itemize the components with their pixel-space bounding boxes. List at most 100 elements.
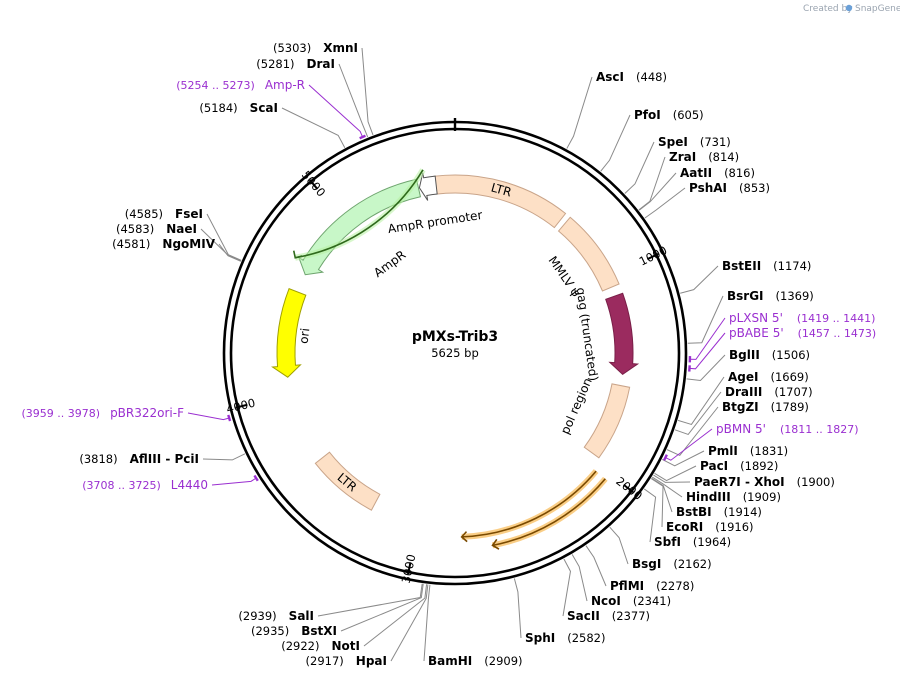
primer-name: pBABE 5' xyxy=(729,326,784,340)
primer-range: (3959 .. 3978) xyxy=(22,407,101,420)
site-leader xyxy=(340,583,424,632)
site-leader xyxy=(666,406,719,457)
site-name: PaeR7I - XhoI xyxy=(694,475,785,489)
site-label-zrai: ZraI (814) xyxy=(669,150,739,164)
site-leader xyxy=(363,584,428,647)
site-label-sali: (2939)SalI xyxy=(238,609,314,623)
site-name: NgoMIV xyxy=(162,237,215,251)
site-label-bamhi: BamHI(2909) xyxy=(428,654,523,668)
site-name: NcoI xyxy=(591,594,621,608)
site-name: BstXI xyxy=(301,624,337,638)
site-position: (1916) xyxy=(715,520,753,534)
snapgene-credit: Created by SnapGene xyxy=(803,4,900,14)
site-name: PfoI xyxy=(634,108,661,122)
site-leader xyxy=(662,450,705,467)
site-label-ncoi: NcoI (2341) xyxy=(591,594,671,608)
site-leader xyxy=(674,391,722,436)
site-leader xyxy=(644,187,686,219)
feature-mmlv-psi xyxy=(557,216,620,292)
plasmid-name: pMXs-Trib3 xyxy=(412,329,498,345)
site-leader xyxy=(562,558,571,617)
site-leader xyxy=(571,554,588,602)
primer-mark xyxy=(359,134,366,140)
site-position: (814) xyxy=(708,150,739,164)
site-position: (2917) xyxy=(306,654,344,668)
site-label-draiii: DraIII(1707) xyxy=(725,385,813,399)
primer-range: (1457 .. 1473) xyxy=(798,327,877,340)
site-label-aatii: AatII (816) xyxy=(680,166,755,180)
ruler-tick xyxy=(308,179,319,190)
site-label-pmli: PmlI (1831) xyxy=(708,444,788,458)
site-name: ScaI xyxy=(250,101,278,115)
site-name: FseI xyxy=(175,207,203,221)
site-position: (2162) xyxy=(673,557,711,571)
primer-name: pBMN 5' xyxy=(716,422,766,436)
site-label-fsei: (4585)FseI xyxy=(125,207,203,221)
primer-range: (1811 .. 1827) xyxy=(780,423,859,436)
site-leader xyxy=(680,265,719,294)
feature-ampr-promoter xyxy=(418,172,438,201)
site-position: (1914) xyxy=(724,505,762,519)
site-name: SalI xyxy=(289,609,314,623)
site-label-bstxi: (2935)BstXI xyxy=(251,624,337,638)
site-name: ZraI xyxy=(669,150,696,164)
ruler-tick xyxy=(407,562,412,575)
site-name: AgeI xyxy=(728,370,758,384)
primer-label-plxsn-5-: pLXSN 5'(1419 .. 1441) xyxy=(729,311,875,325)
primer-mark xyxy=(227,414,232,422)
site-name: AscI xyxy=(596,70,624,84)
plasmid-length: 5625 bp xyxy=(431,346,479,360)
site-name: AatII xyxy=(680,166,712,180)
site-position: (2582) xyxy=(567,631,605,645)
site-label-noti: (2922)NotI xyxy=(281,639,360,653)
site-position: (816) xyxy=(724,166,755,180)
primer-name: Amp-R xyxy=(265,78,305,92)
ruler-tick-label: 3000 xyxy=(399,553,419,585)
site-label-pfoi: PfoI(605) xyxy=(634,108,704,122)
site-name: HindIII xyxy=(686,490,731,504)
site-label-afliii-pcii: (3818)AflIII - PciI xyxy=(79,452,199,466)
site-leader xyxy=(390,584,429,662)
site-label-pshai: PshAI(853) xyxy=(689,181,770,195)
feature-label-ampr: AmpR xyxy=(371,248,408,280)
site-label-pflmi: PflMI(2278) xyxy=(610,579,694,593)
site-position: (1964) xyxy=(693,535,731,549)
site-position: (5281) xyxy=(256,57,294,71)
primer-name: L4440 xyxy=(171,478,208,492)
site-position: (2377) xyxy=(612,609,650,623)
site-leader xyxy=(566,76,593,149)
snapgene-logo-icon xyxy=(845,4,853,12)
site-position: (1892) xyxy=(740,459,778,473)
site-name: BamHI xyxy=(428,654,472,668)
site-name: PmlI xyxy=(708,444,738,458)
site-label-hindiii: HindIII(1909) xyxy=(686,490,781,504)
site-label-scai: (5184)ScaI xyxy=(199,101,278,115)
site-name: DraI xyxy=(307,57,335,71)
site-position: (1831) xyxy=(750,444,788,458)
site-label-paci: PacI(1892) xyxy=(700,459,778,473)
site-label-bstbi: BstBI (1914) xyxy=(676,505,762,519)
feature-label-gag-truncated-: gag (truncated) xyxy=(574,287,601,382)
site-name: BstBI xyxy=(676,505,712,519)
site-leader xyxy=(423,584,431,662)
site-name: XmnI xyxy=(323,41,358,55)
site-label-drai: (5281) DraI xyxy=(256,57,335,71)
site-label-sphi: SphI(2582) xyxy=(525,631,606,645)
site-name: SpeI xyxy=(658,135,688,149)
primer-range: (3708 .. 3725) xyxy=(82,479,161,492)
site-position: (2341) xyxy=(633,594,671,608)
site-leader xyxy=(624,141,655,194)
site-leader xyxy=(206,213,242,261)
site-leader xyxy=(677,376,725,426)
primer-name: pBR322ori-F xyxy=(110,406,184,420)
primer-range: (1419 .. 1441) xyxy=(797,312,876,325)
site-position: (731) xyxy=(700,135,731,149)
site-leader xyxy=(218,243,242,262)
site-name: BsgI xyxy=(632,557,661,571)
site-position: (1900) xyxy=(797,475,835,489)
orf-line xyxy=(295,169,424,259)
site-name: BglII xyxy=(729,348,760,362)
feature-pol-region xyxy=(583,383,631,459)
site-name: AflIII - PciI xyxy=(130,452,199,466)
